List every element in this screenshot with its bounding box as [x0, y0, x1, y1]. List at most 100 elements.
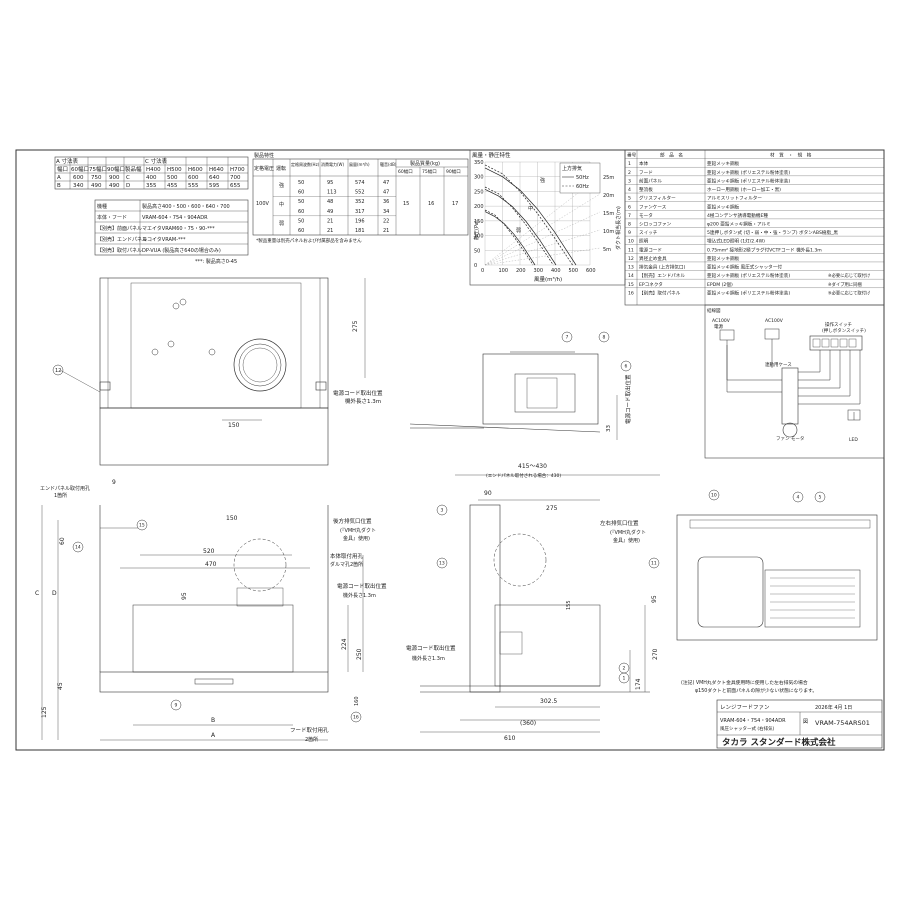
callout-4	[792, 491, 804, 503]
wiring-title: 結線図	[707, 307, 721, 314]
callout-label: 9	[175, 703, 178, 709]
drawing-label: 415～430	[518, 463, 547, 470]
drawing-label: H700	[230, 167, 245, 173]
callout-15	[136, 519, 148, 531]
parts-remark: ※必要に応じて取付け	[828, 272, 870, 279]
drawing-label: 図	[803, 719, 808, 725]
parts-spec: 亜鉛メッキ鋼板 風圧式シャッター付	[707, 264, 782, 271]
bottom-view	[676, 514, 878, 641]
drawing-label: 幅口	[57, 165, 68, 173]
parts-num: 8	[628, 222, 631, 228]
parts-num: 1	[628, 161, 631, 167]
callout-7	[561, 331, 573, 343]
dim-cell: 355	[146, 183, 157, 189]
chart-series	[484, 164, 577, 266]
parts-num: 13	[628, 265, 634, 271]
dim-cell: 500	[167, 175, 178, 181]
callout-label: 13	[439, 561, 445, 567]
parts-spec: 0.75mm² 接地形2極プラグ付VCTFコード 機外長1.3m	[707, 246, 822, 253]
model-note: ***: 製品高さ0-45	[195, 258, 237, 265]
parts-spec: 5連押しボタン式 (切・弱・中・強・ランプ) ボタンABS樹脂_黒	[707, 229, 838, 236]
spec-cell: 50	[298, 180, 304, 186]
parts-name: 整流板	[639, 186, 653, 193]
drawing-label: 150	[228, 422, 240, 429]
drawing-label: 15	[403, 201, 409, 207]
drawing-label: 16	[428, 201, 434, 207]
parts-name: スイッチ	[639, 230, 658, 236]
parts-spec: 亜鉛メッキ鋼板 (ポリエステル粉体塗装)	[707, 177, 790, 184]
drawing-label: H500	[167, 167, 182, 173]
series-50Hz-mode-2	[484, 211, 536, 266]
switch-panel	[194, 678, 234, 685]
parts-spec: 亜鉛メッキ鋼板 (ポリエステル粉体塗装)	[707, 169, 790, 176]
spec-table: 製品特性 定格電圧 運転 定格周波数(Hz) 消費電力(W) 風量(m³/h) …	[252, 152, 469, 244]
drawing-label: φ150ダクトと前面パネルの隙が少ない状態になります。	[695, 687, 817, 694]
drawing-label: 機外長さ1.3m	[343, 592, 376, 599]
parts-num: 16	[628, 290, 634, 296]
x-tick: 500	[569, 268, 579, 274]
parts-head: 部 品 名	[660, 152, 683, 159]
drawing-label: 1箇所	[54, 492, 67, 499]
parts-name: 本体	[639, 160, 649, 167]
drawing-label: 消費電力(W)	[321, 161, 345, 167]
parts-spec: 亜鉛メッキ鋼板	[707, 203, 740, 210]
parts-num: 5	[628, 196, 631, 202]
parts-num: 6	[628, 204, 631, 210]
model-a: VRAM-604・754・904ADR	[720, 718, 786, 724]
spec-cell: 49	[327, 209, 333, 215]
drawing-label: 470	[205, 561, 217, 568]
spec-cell: 47	[383, 180, 389, 186]
drawing-label: 電源	[714, 323, 723, 330]
spec-cell: 552	[355, 190, 365, 196]
drawing-label: 定格電圧	[254, 165, 274, 172]
callout-label: 10	[711, 493, 717, 499]
top-view	[52, 277, 366, 466]
drawing-label: B	[211, 717, 215, 724]
series-60Hz-mode-2	[484, 209, 534, 266]
x-tick: 100	[499, 268, 509, 274]
parts-spec: 亜鉛メッキ鋼板	[707, 160, 740, 167]
drawing-label: (『VMH丸ダクト	[610, 529, 646, 536]
spec-cell: 60	[298, 209, 304, 215]
dim-cell: 750	[91, 175, 102, 181]
drawing-label: 275	[352, 320, 359, 332]
parts-spec: 4極コンデンサ誘導電動機E種	[707, 212, 768, 219]
callout-label: 3	[441, 508, 444, 514]
front-view-labels: 150 520 470 95 224 250 60 125 45 9 C D A…	[35, 479, 387, 743]
callout-6	[620, 360, 632, 372]
parts-name: EPコネクタ	[639, 281, 663, 288]
spec-note: *製品重量は別売パネルおよび付属部品を含みません	[256, 237, 362, 244]
chart-ylabel: 静圧(Pa)	[473, 220, 480, 240]
parts-num: 15	[628, 282, 634, 288]
dim-cell: 400	[146, 175, 157, 181]
dim-cell: A	[57, 175, 61, 181]
power-cord-note-top: 電源コード取出位置	[333, 389, 383, 397]
callout-label: 14	[75, 545, 81, 551]
drawing-label: 125	[41, 706, 48, 718]
mode-strong: 強	[540, 177, 545, 184]
side-section-view	[409, 351, 618, 440]
callout-13	[436, 557, 448, 569]
drawing-label: 本体取付用孔	[330, 552, 364, 560]
drawing-label: 610	[504, 735, 516, 742]
dim-cell: 700	[230, 175, 241, 181]
model-row-value: VRAM-604・754・904ADR	[142, 215, 208, 221]
drawing-label: H600	[188, 167, 203, 173]
parts-remark: ※ダイプ用に同梱	[828, 281, 862, 288]
model-row-value: 製品高さ400・500・600・640・700	[142, 203, 230, 210]
y2-tick: 25m	[603, 175, 614, 181]
y-tick: 250	[474, 189, 484, 195]
model-row-label: 【別売】取付パネル	[97, 247, 142, 254]
callout-label: 8	[603, 335, 606, 341]
spec-cell: 21	[327, 228, 333, 234]
mode-weak: 弱	[516, 228, 521, 234]
parts-name: 照明	[639, 239, 649, 245]
dim-cell: 595	[209, 183, 220, 189]
x-tick: 600	[586, 268, 596, 274]
mode-mid: 中	[528, 205, 533, 212]
series-60Hz-mode-0	[484, 164, 573, 266]
callout-5	[814, 491, 826, 503]
